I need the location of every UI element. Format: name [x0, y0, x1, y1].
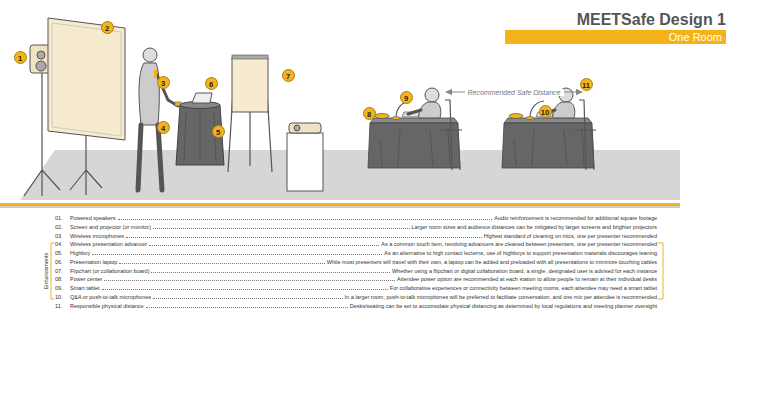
legend-row: 05.Highboy As an alternative to high cont…: [55, 249, 657, 257]
dot-leader: [102, 289, 388, 290]
row-number: 07.: [55, 267, 70, 275]
dot-leader: [149, 245, 379, 246]
dot-leader: [151, 272, 389, 273]
row-item: Responsible physical distance: [70, 302, 144, 310]
dot-leader: [104, 280, 395, 281]
row-description: Larger room sizes and audience distances…: [412, 223, 658, 231]
row-number: 10.: [55, 293, 70, 301]
callout-number: 2: [101, 21, 114, 34]
legend-row: 01.Powered speakers Audio reinforcement i…: [55, 214, 657, 222]
row-number: 04.: [55, 240, 70, 248]
dot-leader: [146, 307, 348, 308]
legend-row: 07.Flipchart (or collaboration board) Whe…: [55, 267, 657, 275]
dot-leader: [118, 219, 493, 220]
row-number: 06.: [55, 258, 70, 266]
callout-number: 9: [400, 91, 413, 104]
dot-leader: [92, 254, 382, 255]
callout-number: 5: [212, 125, 225, 138]
row-item: Smart tablet: [70, 284, 100, 292]
legend-row: 11.Responsible physical distance Desks/se…: [55, 302, 657, 310]
legend-row: 02.Screen and projector (or monitor) Larg…: [55, 223, 657, 231]
row-item: Flipchart (or collaboration board): [70, 267, 149, 275]
callout-number: 4: [157, 121, 170, 134]
row-item: Power center: [70, 275, 102, 283]
legend-row: 06.Presentation laptop While most present…: [55, 258, 657, 266]
callout-number: 8: [363, 107, 376, 120]
dot-leader: [126, 237, 482, 238]
callout-number: 7: [282, 69, 295, 82]
dot-leader: [119, 263, 324, 264]
legend-row: 03.Wireless microphones Highest standard …: [55, 232, 657, 240]
row-number: 09.: [55, 284, 70, 292]
row-item: Powered speakers: [70, 214, 116, 222]
row-item: Screen and projector (or monitor): [70, 223, 151, 231]
row-description: Audio reinforcement is recommended for a…: [494, 214, 657, 222]
row-item: Wireless microphones: [70, 232, 124, 240]
callout-number: 11: [580, 78, 593, 91]
row-description: While most presenters will travel with t…: [327, 258, 657, 266]
row-description: Highest standard of cleaning on mics, on…: [484, 232, 657, 240]
row-number: 11.: [55, 302, 70, 310]
legend-row: 09.Smart tablet For collaborative experie…: [55, 284, 657, 292]
legend-row: 04.Wireless presentation advancer As a co…: [55, 240, 657, 248]
row-number: 08.: [55, 275, 70, 283]
row-item: Presentation laptop: [70, 258, 117, 266]
row-description: As an alternative to high contact lecter…: [384, 249, 657, 257]
row-number: 05.: [55, 249, 70, 257]
row-description: As a common touch item, revolving advanc…: [381, 240, 657, 248]
callout-number: 3: [157, 76, 170, 89]
legend-row: 10.Q&A or push-to-talk microphones In a l…: [55, 293, 657, 301]
row-description: In a larger room, push-to-talk microphon…: [345, 293, 657, 301]
row-item: Highboy: [70, 249, 90, 257]
title-band: One Room: [505, 30, 726, 44]
distance-label: Recommended Safe Distance: [465, 89, 564, 96]
band-text: One Room: [509, 30, 722, 44]
row-number: 03.: [55, 232, 70, 240]
row-description: Attendee power option are recommended at…: [397, 275, 657, 283]
callout-number: 1: [14, 51, 27, 64]
row-description: Whether using a flipchart or digital col…: [392, 267, 657, 275]
row-description: Desks/seating can be set to accomodate p…: [350, 302, 657, 310]
dot-leader: [153, 298, 343, 299]
row-number: 01.: [55, 214, 70, 222]
group-label: Enhancements: [43, 253, 49, 290]
legend-row: 08.Power center Attendee power option are…: [55, 275, 657, 283]
row-description: For collaborative experiences or connect…: [390, 284, 657, 292]
callout-number: 6: [205, 77, 218, 90]
row-item: Q&A or push-to-talk microphones: [70, 293, 151, 301]
diagram-title: MEETSafe Design 1: [577, 11, 726, 29]
row-item: Wireless presentation advancer: [70, 240, 147, 248]
dot-leader: [153, 228, 409, 229]
row-number: 02.: [55, 223, 70, 231]
callout-number: 10: [539, 105, 552, 118]
